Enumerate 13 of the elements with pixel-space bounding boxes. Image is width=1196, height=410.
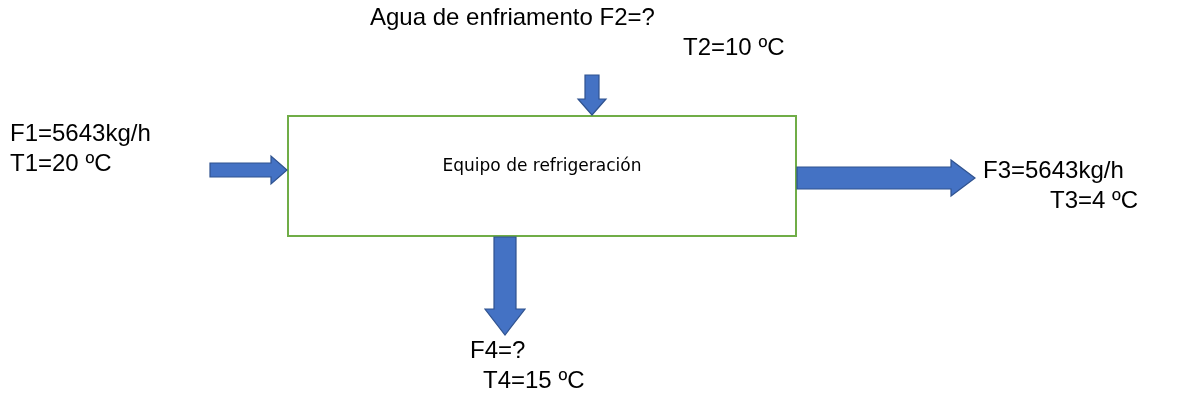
stream-label: T3=4 ºC	[1049, 185, 1140, 215]
block-arrow	[483, 236, 527, 336]
block-arrow	[209, 154, 288, 186]
stream-label: T2=10 ºC	[682, 32, 786, 62]
stream-label: F3=5643kg/h	[982, 155, 1125, 185]
block-arrow	[576, 74, 608, 116]
stream-label: F4=?	[469, 335, 527, 365]
stream-label: F1=5643kg/h T1=20 ºC	[10, 118, 152, 178]
block-arrow	[796, 158, 976, 198]
process-box	[287, 115, 797, 237]
stream-label: Agua de enfriamento F2=?	[370, 2, 656, 32]
stream-label: T4=15 ºC	[482, 365, 586, 395]
process-label: Equipo de refrigeración	[442, 155, 642, 177]
